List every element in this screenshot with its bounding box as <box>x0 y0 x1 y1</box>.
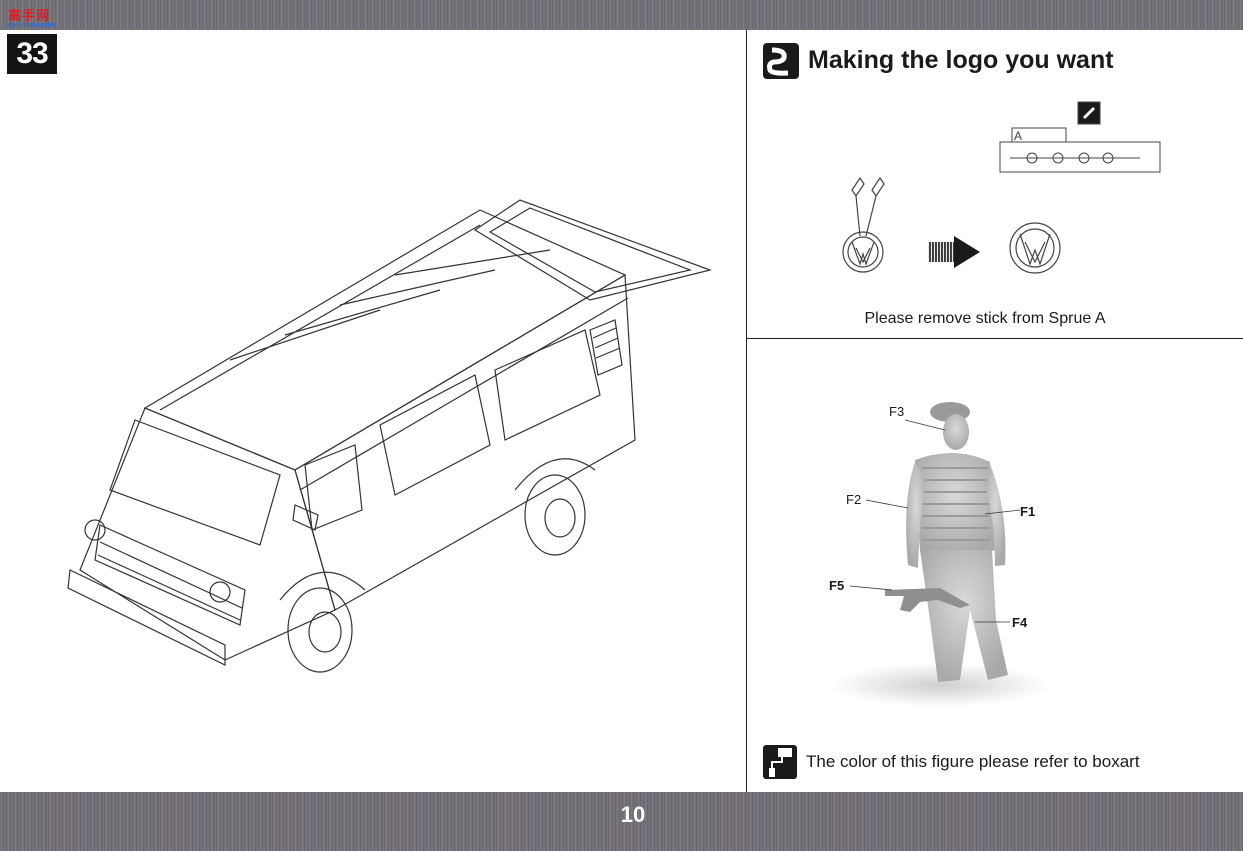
part-label-f2: F2 <box>846 492 862 507</box>
sprue-diagram: A <box>999 101 1161 173</box>
part-label-f4: F4 <box>1012 615 1028 630</box>
logo-section-title: Making the logo you want <box>808 46 1114 74</box>
watermark-logo: 高手网 gao-shou.com <box>4 3 68 33</box>
van-illustration <box>67 199 713 673</box>
pliers-icon <box>763 43 799 79</box>
logo-caption: Please remove stick from Sprue A <box>864 310 1106 327</box>
figure-color-note: The color of this figure please refer to… <box>806 752 1140 771</box>
svg-text:A: A <box>1014 129 1022 143</box>
watermark-text: 高手网 <box>8 9 51 24</box>
horizontal-divider <box>747 338 1243 339</box>
bottom-color-band <box>0 792 1243 851</box>
vertical-divider <box>746 30 747 792</box>
part-label-f5: F5 <box>829 578 845 593</box>
paint-roller-icon <box>763 745 797 779</box>
watermark-url: gao-shou.com <box>8 22 56 29</box>
soldier-figure-render <box>830 402 1050 707</box>
step-number-badge: 33 <box>7 34 57 74</box>
page-number: 10 <box>620 802 646 827</box>
part-label-f3: F3 <box>889 404 905 419</box>
part-label-f1: F1 <box>1020 504 1036 519</box>
vw-emblem-diagram <box>842 176 1061 274</box>
top-color-band <box>0 0 1243 30</box>
